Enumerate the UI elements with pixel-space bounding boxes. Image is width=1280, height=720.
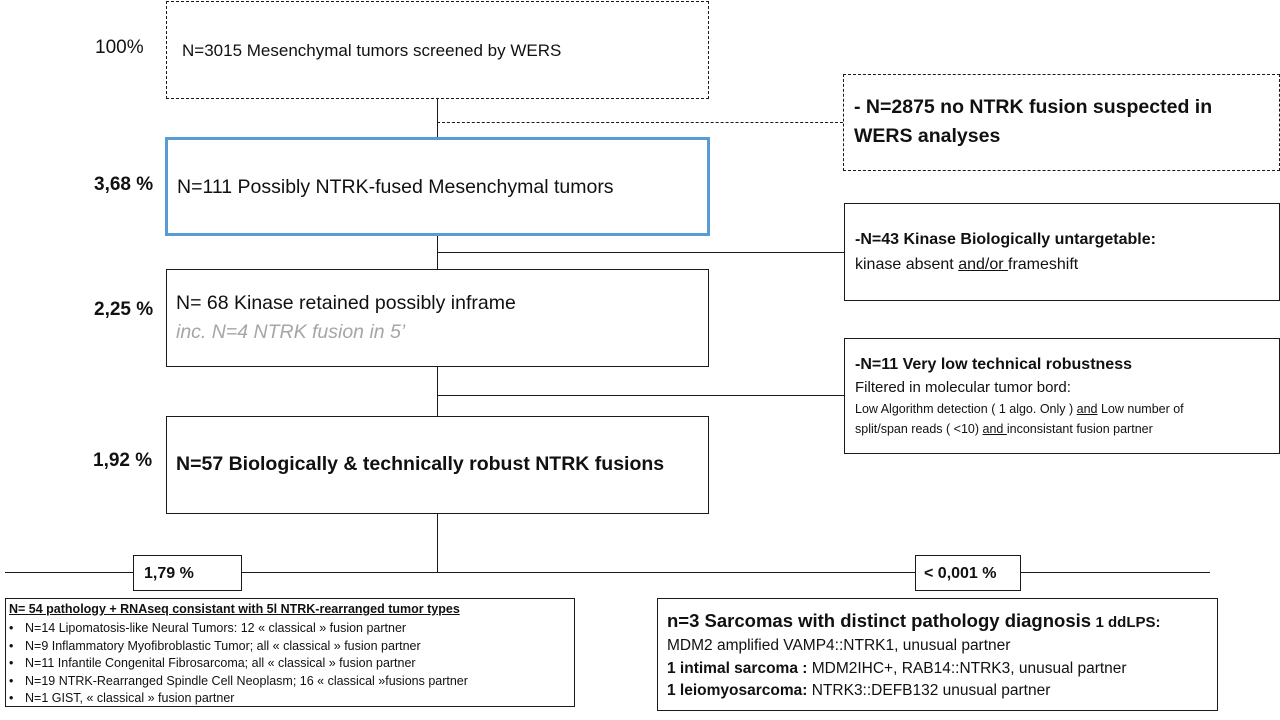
pct-screened: 100% — [95, 37, 144, 58]
distinct-title-suffix: 1 ddLPS: — [1095, 614, 1161, 631]
list-item: N=11 Infantile Congenital Fibrosarcoma; … — [7, 655, 468, 673]
robust-label: N=57 Biologically & technically robust N… — [176, 453, 665, 475]
pct-kinase-retained: 2,25 % — [94, 299, 154, 320]
distinct-title-main: n=3 Sarcomas with distinct pathology dia… — [667, 610, 1092, 631]
box-robust: N=57 Biologically & technically robust N… — [166, 416, 709, 514]
box-low-robustness: -N=11 Very low technical robustness Filt… — [844, 338, 1280, 454]
low-robustness-title: -N=11 Very low technical robustness — [855, 356, 1132, 373]
no-fusion-line2: WERS analyses — [854, 125, 1001, 147]
box-untargetable: -N=43 Kinase Biologically untargetable: … — [844, 203, 1280, 301]
untargetable-detail-a: kinase absent — [855, 256, 959, 273]
distinct-line1: MDM2 amplified VAMP4::NTRK1, unusual par… — [667, 637, 1011, 654]
low-robustness-line1: Low Algorithm detection ( 1 algo. Only )… — [855, 402, 1184, 416]
split-right-pct: < 0,001 % — [924, 565, 997, 582]
untargetable-detail-b: and/or — [958, 256, 1008, 273]
low-robustness-line2: split/span reads ( <10) and inconsistant… — [855, 422, 1153, 436]
box-consistent-types: N= 54 pathology + RNAseq consistant with… — [5, 598, 575, 707]
list-item: N=9 Inflammatory Myofibroblastic Tumor; … — [7, 638, 468, 656]
connector-trunk-4 — [437, 513, 438, 572]
no-fusion-line1: - N=2875 no NTRK fusion suspected in — [854, 96, 1213, 118]
box-distinct-diagnosis: n=3 Sarcomas with distinct pathology dia… — [657, 598, 1218, 711]
untargetable-title: -N=43 Kinase Biologically untargetable: — [855, 231, 1156, 248]
split-line — [5, 572, 1210, 573]
low-robustness-line1-c: Low number of — [1097, 402, 1184, 416]
kinase-retained-sublabel: inc. N=4 NTRK fusion in 5’ — [176, 321, 406, 343]
connector-exclusion-untargetable — [437, 252, 845, 253]
distinct-title: n=3 Sarcomas with distinct pathology dia… — [667, 610, 1161, 632]
connector-trunk-3 — [437, 366, 438, 417]
box-possibly-fused: N=111 Possibly NTRK-fused Mesenchymal tu… — [165, 137, 710, 236]
screened-label: N=3015 Mesenchymal tumors screened by WE… — [182, 41, 562, 60]
distinct-line2: 1 intimal sarcoma : MDM2IHC+, RAB14::NTR… — [667, 660, 1127, 678]
consistent-list: N=14 Lipomatosis-like Neural Tumors: 12 … — [7, 620, 468, 708]
box-split-left-pct: 1,79 % — [133, 555, 242, 591]
distinct-line3: 1 leiomyosarcoma: NTRK3::DEFB132 unusual… — [667, 682, 1050, 700]
possibly-fused-label: N=111 Possibly NTRK-fused Mesenchymal tu… — [177, 176, 614, 198]
low-robustness-line1-b: and — [1076, 402, 1098, 416]
split-left-pct: 1,79 % — [144, 565, 194, 582]
untargetable-detail: kinase absent and/or frameshift — [855, 256, 1078, 274]
connector-trunk-1 — [437, 98, 438, 139]
low-robustness-subtitle: Filtered in molecular tumor bord: — [855, 379, 1071, 396]
untargetable-detail-c: frameshift — [1008, 256, 1079, 273]
low-robustness-line2-c: inconsistant fusion partner — [1006, 422, 1153, 436]
low-robustness-line2-b: and — [982, 422, 1007, 436]
pct-robust: 1,92 % — [93, 450, 153, 471]
box-split-right-pct: < 0,001 % — [915, 555, 1021, 591]
list-item: N=19 NTRK-Rearranged Spindle Cell Neopla… — [7, 673, 468, 691]
low-robustness-line2-a: split/span reads ( <10) — [855, 422, 983, 436]
list-item: N=1 GIST, « classical » fusion partner — [7, 690, 468, 708]
distinct-line3-bold: 1 leiomyosarcoma: — [667, 682, 808, 699]
connector-exclusion-no-fusion — [437, 122, 843, 123]
box-no-fusion: - N=2875 no NTRK fusion suspected in WER… — [843, 74, 1280, 171]
distinct-line3-rest: NTRK3::DEFB132 unusual partner — [807, 682, 1051, 699]
distinct-line2-bold: 1 intimal sarcoma : — [667, 660, 808, 677]
distinct-line2-rest: MDM2IHC+, RAB14::NTRK3, unusual partner — [807, 660, 1127, 677]
box-screened: N=3015 Mesenchymal tumors screened by WE… — [166, 1, 709, 99]
list-item: N=14 Lipomatosis-like Neural Tumors: 12 … — [7, 620, 468, 638]
connector-exclusion-low-robustness — [437, 395, 845, 396]
pct-possibly-fused: 3,68 % — [94, 174, 154, 195]
kinase-retained-label: N= 68 Kinase retained possibly inframe — [176, 292, 516, 314]
low-robustness-line1-a: Low Algorithm detection ( 1 algo. Only ) — [855, 402, 1077, 416]
consistent-title: N= 54 pathology + RNAseq consistant with… — [9, 602, 460, 616]
box-kinase-retained: N= 68 Kinase retained possibly inframe i… — [166, 269, 709, 367]
